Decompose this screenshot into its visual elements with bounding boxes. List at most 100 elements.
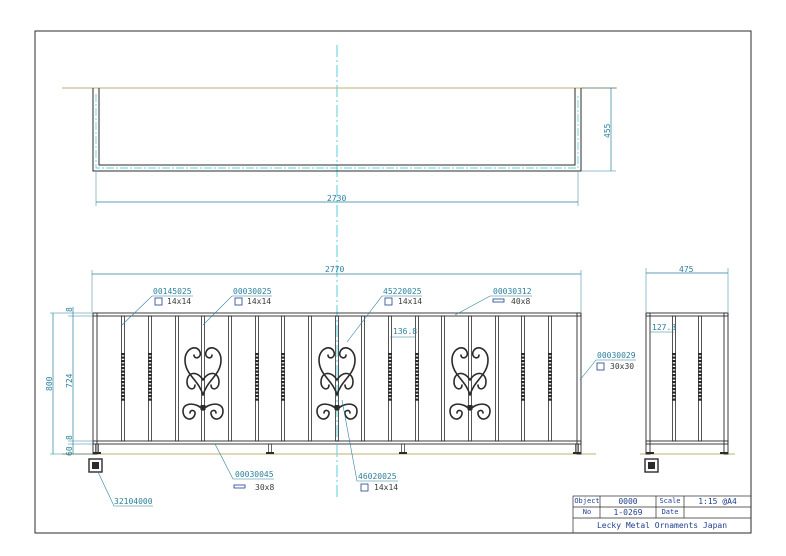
twisted-bar-segment — [548, 391, 552, 394]
scroll-collar — [467, 405, 473, 410]
twisted-bar-segment — [388, 353, 392, 356]
twisted-bar-segment — [281, 356, 285, 359]
front-width-dim: 2770 — [325, 265, 345, 274]
plan-view — [62, 87, 617, 206]
side-twisted-segment — [672, 395, 676, 398]
twisted-bar-segment — [415, 370, 419, 373]
plan-outline-outer — [92, 88, 582, 172]
scroll-curl-left — [453, 372, 471, 390]
post-foot — [401, 443, 405, 454]
side-twisted-segment — [672, 360, 676, 363]
twisted-bar-segment — [415, 356, 419, 359]
front-height-top-dim: 8 — [65, 307, 74, 312]
side-twisted-segment — [698, 377, 702, 380]
front-height-bottom-a-dim: 60 — [65, 446, 74, 456]
side-twisted-segment — [672, 363, 676, 366]
twisted-bar-segment — [388, 360, 392, 363]
side-view — [640, 268, 735, 455]
part-code-32104000: 32104000 — [114, 497, 153, 506]
leader-00030029 — [579, 359, 636, 381]
twisted-bar-segment — [548, 356, 552, 359]
side-twisted-segment — [672, 353, 676, 356]
scroll-ornament — [316, 347, 358, 420]
twisted-bar-segment — [255, 374, 259, 377]
twisted-bar-segment — [148, 353, 152, 356]
twisted-bar-segment — [281, 377, 285, 380]
twisted-bar-segment — [281, 360, 285, 363]
twisted-bar-segment — [148, 395, 152, 398]
twisted-bar-segment — [121, 377, 125, 380]
scroll-curve-left — [184, 347, 204, 396]
leader-00030025 — [202, 295, 272, 326]
twisted-bar-segment — [281, 363, 285, 366]
front-post-left — [92, 312, 98, 455]
side-twisted-segment — [698, 384, 702, 387]
side-bottom-rail — [645, 440, 729, 445]
twisted-bar-segment — [548, 360, 552, 363]
sheet-border — [34, 30, 752, 534]
side-top-rail — [645, 312, 729, 317]
twisted-bar-segment — [521, 374, 525, 377]
square-section-icon — [154, 297, 163, 306]
part-size-00030045: 30x8 — [255, 483, 275, 492]
leader-00030312 — [454, 295, 532, 316]
leader-32104000 — [97, 471, 153, 507]
twisted-bar-segment — [255, 388, 259, 391]
twisted-bar-segment — [255, 377, 259, 380]
twisted-bar-segment — [121, 370, 125, 373]
twisted-bar-segment — [281, 370, 285, 373]
title-scale-label: Scale — [659, 497, 681, 505]
twisted-bar-segment — [121, 391, 125, 394]
side-width-dim: 475 — [679, 265, 694, 274]
side-twisted-segment — [672, 398, 676, 401]
twisted-bar-segment — [388, 363, 392, 366]
foot-plate — [573, 452, 581, 454]
title-object-label: Object — [574, 497, 600, 505]
twisted-bar-segment — [255, 398, 259, 401]
twisted-bar-segment — [255, 391, 259, 394]
twisted-bar-segment — [415, 391, 419, 394]
side-twisted-segment — [698, 353, 702, 356]
scroll-curve-right — [336, 347, 356, 396]
twisted-bar-segment — [388, 356, 392, 359]
part-size-00145025: 14x14 — [167, 297, 192, 306]
side-twisted-segment — [672, 374, 676, 377]
scroll-bottom-right — [202, 403, 224, 420]
picket-bar — [441, 315, 445, 442]
twisted-bar-segment — [521, 391, 525, 394]
part-code-46020025: 46020025 — [358, 472, 397, 481]
plan-width-dim: 2730 — [327, 194, 347, 203]
foot-plate — [266, 452, 274, 454]
title-no-value: 1-0269 — [613, 508, 643, 517]
scroll-curl-left — [186, 372, 204, 390]
twisted-bar-segment — [121, 360, 125, 363]
twisted-bar-segment — [388, 381, 392, 384]
part-code-00030312: 00030312 — [493, 287, 532, 296]
twisted-bar-segment — [521, 381, 525, 384]
twisted-bar-segment — [255, 367, 259, 370]
twisted-bar-segment — [415, 398, 419, 401]
part-code-00030029: 00030029 — [597, 351, 636, 360]
title-date-label: Date — [661, 508, 679, 516]
side-twisted-segment — [698, 398, 702, 401]
front-spacing-dim-label: 136.8 — [393, 327, 418, 336]
twisted-bar-segment — [388, 395, 392, 398]
plan-centerline — [95, 94, 579, 169]
picket-bar — [228, 315, 232, 442]
twisted-bar-segment — [388, 388, 392, 391]
twisted-bar-segment — [148, 363, 152, 366]
twisted-bar-segment — [415, 363, 419, 366]
side-foot-plate — [720, 452, 728, 454]
twisted-bar-segment — [255, 395, 259, 398]
scroll-curl-right — [202, 372, 220, 390]
twisted-bar-segment — [121, 353, 125, 356]
side-post-left — [645, 312, 651, 455]
picket-bar — [495, 315, 499, 442]
scroll-bottom-left — [449, 403, 471, 420]
part-size-45220025: 14x14 — [398, 297, 423, 306]
twisted-bar-segment — [388, 384, 392, 387]
twisted-bar-segment — [121, 374, 125, 377]
twisted-bar-segment — [121, 398, 125, 401]
scroll-curl-right — [336, 372, 354, 390]
side-twisted-segment — [672, 377, 676, 380]
